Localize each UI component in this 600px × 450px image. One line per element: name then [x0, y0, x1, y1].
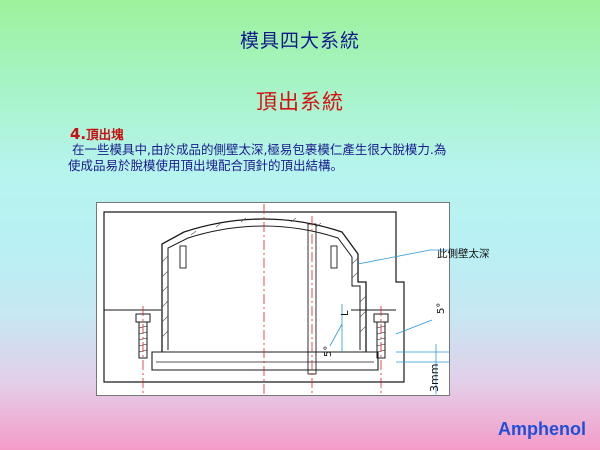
- body-line-2: 使成品易於脫模使用頂出塊配合頂針的頂出結構。: [68, 158, 344, 173]
- section-number: 4.: [70, 125, 87, 143]
- angle-label-left: 5°: [323, 345, 334, 357]
- angle-label-right: 5°: [436, 302, 447, 314]
- mold-ejector-drawing: [96, 202, 450, 396]
- body-line-1: 在一些模具中,由於成品的側壁太深,極易包裹模仁產生很大脫模力.為: [68, 142, 447, 157]
- body-text: 在一些模具中,由於成品的側壁太深,極易包裹模仁產生很大脫模力.為 使成品易於脫模…: [68, 142, 548, 174]
- mold-cross-section-svg: [96, 202, 450, 396]
- slide-title: 模具四大系統: [239, 30, 360, 52]
- amphenol-logo: Amphenol: [498, 419, 586, 439]
- side-wall-label: 此側壁太深: [437, 248, 490, 260]
- length-label: L: [340, 310, 351, 316]
- section-title: 頂出塊: [86, 127, 124, 142]
- section-heading: 4.頂出塊: [70, 124, 124, 143]
- clearance-label: 3mm: [428, 363, 441, 392]
- slide-subtitle: 頂出系統: [256, 90, 344, 114]
